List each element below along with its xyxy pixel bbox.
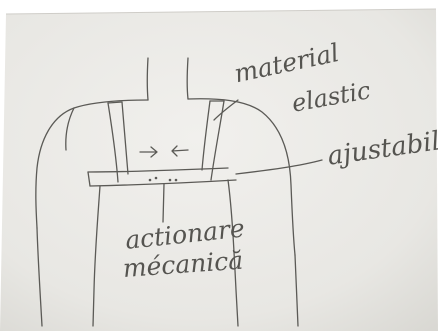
pointer-actionare — [163, 184, 164, 222]
shoulder-left — [36, 100, 148, 228]
left-strap-top — [108, 102, 122, 103]
pointer-material — [214, 100, 238, 120]
body-left — [93, 186, 100, 326]
neck-line-left — [147, 58, 148, 100]
arm-left-lower — [37, 228, 42, 326]
neck-line-right — [187, 58, 188, 99]
pointer-ajustabil — [236, 160, 322, 174]
band-bottom — [90, 180, 236, 186]
right-strap-inner — [202, 101, 210, 170]
shoulder-left-inner — [66, 108, 74, 150]
band-top — [88, 168, 228, 172]
left-strap-inner — [122, 102, 128, 174]
arm-right-lower — [295, 255, 298, 326]
arrow-left — [172, 146, 188, 156]
left-strap-outer — [108, 103, 118, 182]
band-left — [88, 172, 90, 186]
arrow-right — [140, 147, 157, 157]
